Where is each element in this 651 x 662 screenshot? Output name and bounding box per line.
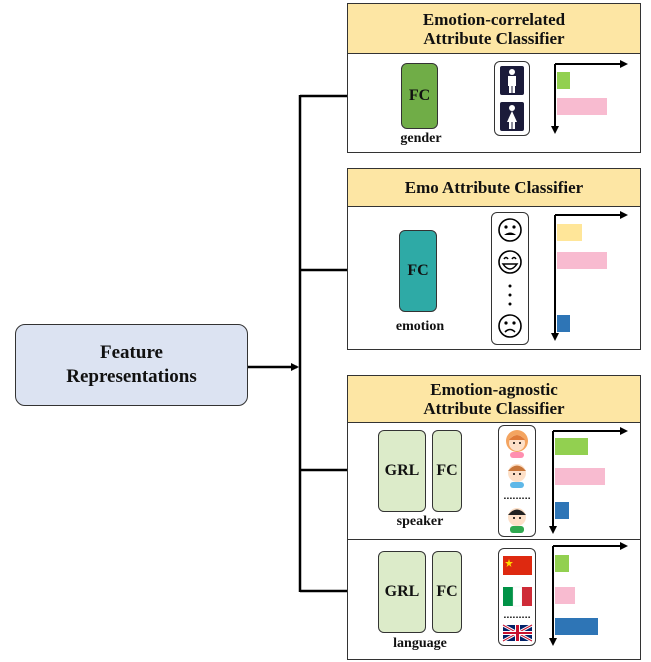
fc-label: FC [408, 87, 431, 104]
fc-label: FC [407, 262, 429, 279]
feature-line1: Feature [100, 342, 163, 363]
horizontal-ellipsis: ......... [503, 492, 530, 501]
emotion-icon-column [491, 212, 529, 345]
child-avatar-icon [508, 508, 526, 533]
speaker-icons: ......... [503, 430, 531, 533]
emo-attribute-header: Emo Attribute Classifier [348, 169, 640, 207]
fc-label: FC [436, 583, 458, 600]
grl-label: GRL [384, 462, 420, 479]
panel-divider [348, 539, 640, 540]
language-bar-3 [555, 618, 598, 635]
emotion-bar-1 [557, 224, 582, 241]
speaker-label: speaker [396, 514, 444, 529]
sad-face-icon [498, 314, 522, 338]
gender-bar-axes [551, 60, 628, 134]
speaker-bar-3 [555, 502, 569, 519]
italy-flag-icon [503, 586, 532, 607]
frowning-face-icon [498, 218, 522, 242]
language-grl-block: GRL [378, 551, 426, 633]
emotion-icons [498, 218, 522, 338]
emotion-fc-block: FC [399, 230, 437, 312]
speaker-bar-1 [555, 438, 588, 455]
gender-icons [500, 66, 524, 131]
language-bar-2 [555, 587, 575, 604]
panel-title-line1: Emotion-agnostic [430, 380, 558, 399]
panel-title-line2: Attribute Classifier [423, 28, 565, 48]
gender-label: gender [400, 131, 442, 146]
panel-title-line1: Emotion-correlated [422, 9, 566, 29]
speaker-grl-block: GRL [378, 430, 426, 512]
language-label: language [393, 636, 447, 651]
fc-label: FC [436, 462, 458, 479]
language-bar-axes [549, 542, 628, 646]
emotion-bar-3 [557, 315, 570, 332]
emotion-bar-axes [551, 211, 628, 341]
speaker-fc-block: FC [432, 430, 462, 512]
language-fc-block: FC [432, 551, 462, 633]
grl-label: GRL [384, 583, 420, 600]
horizontal-ellipsis: ......... [503, 611, 530, 620]
svg-text:.........: ......... [503, 611, 530, 620]
gender-fc-block: FC [401, 63, 438, 129]
china-flag-icon [503, 556, 532, 575]
uk-flag-icon [502, 623, 533, 643]
feature-representations-box: Feature Representations [15, 324, 248, 406]
svg-text:.........: ......... [503, 492, 530, 501]
emotion-correlated-header: Emotion-correlated Attribute Classifier [348, 4, 640, 54]
emotion-bar-2 [557, 252, 607, 269]
gender-bar-1 [557, 72, 570, 89]
language-bar-1 [555, 555, 569, 572]
gender-icon-column [494, 61, 530, 136]
panel-title-line2: Attribute Classifier [423, 399, 565, 418]
emotion-agnostic-header: Emotion-agnostic Attribute Classifier [348, 376, 640, 423]
gender-bar-2 [557, 98, 607, 115]
speaker-bar-axes [549, 427, 628, 534]
boy-avatar-icon [508, 464, 526, 488]
emotion-label: emotion [395, 319, 445, 334]
grinning-face-icon [498, 250, 522, 274]
speaker-bar-2 [555, 468, 605, 485]
speaker-icon-column: ......... [498, 425, 536, 537]
panel-title: Emo Attribute Classifier [404, 178, 584, 197]
girl-avatar-icon [506, 430, 528, 458]
feature-line2: Representations [66, 366, 197, 387]
vertical-ellipsis [508, 284, 512, 306]
language-icon-column: ......... [498, 548, 536, 646]
language-icons: ......... [502, 556, 533, 643]
